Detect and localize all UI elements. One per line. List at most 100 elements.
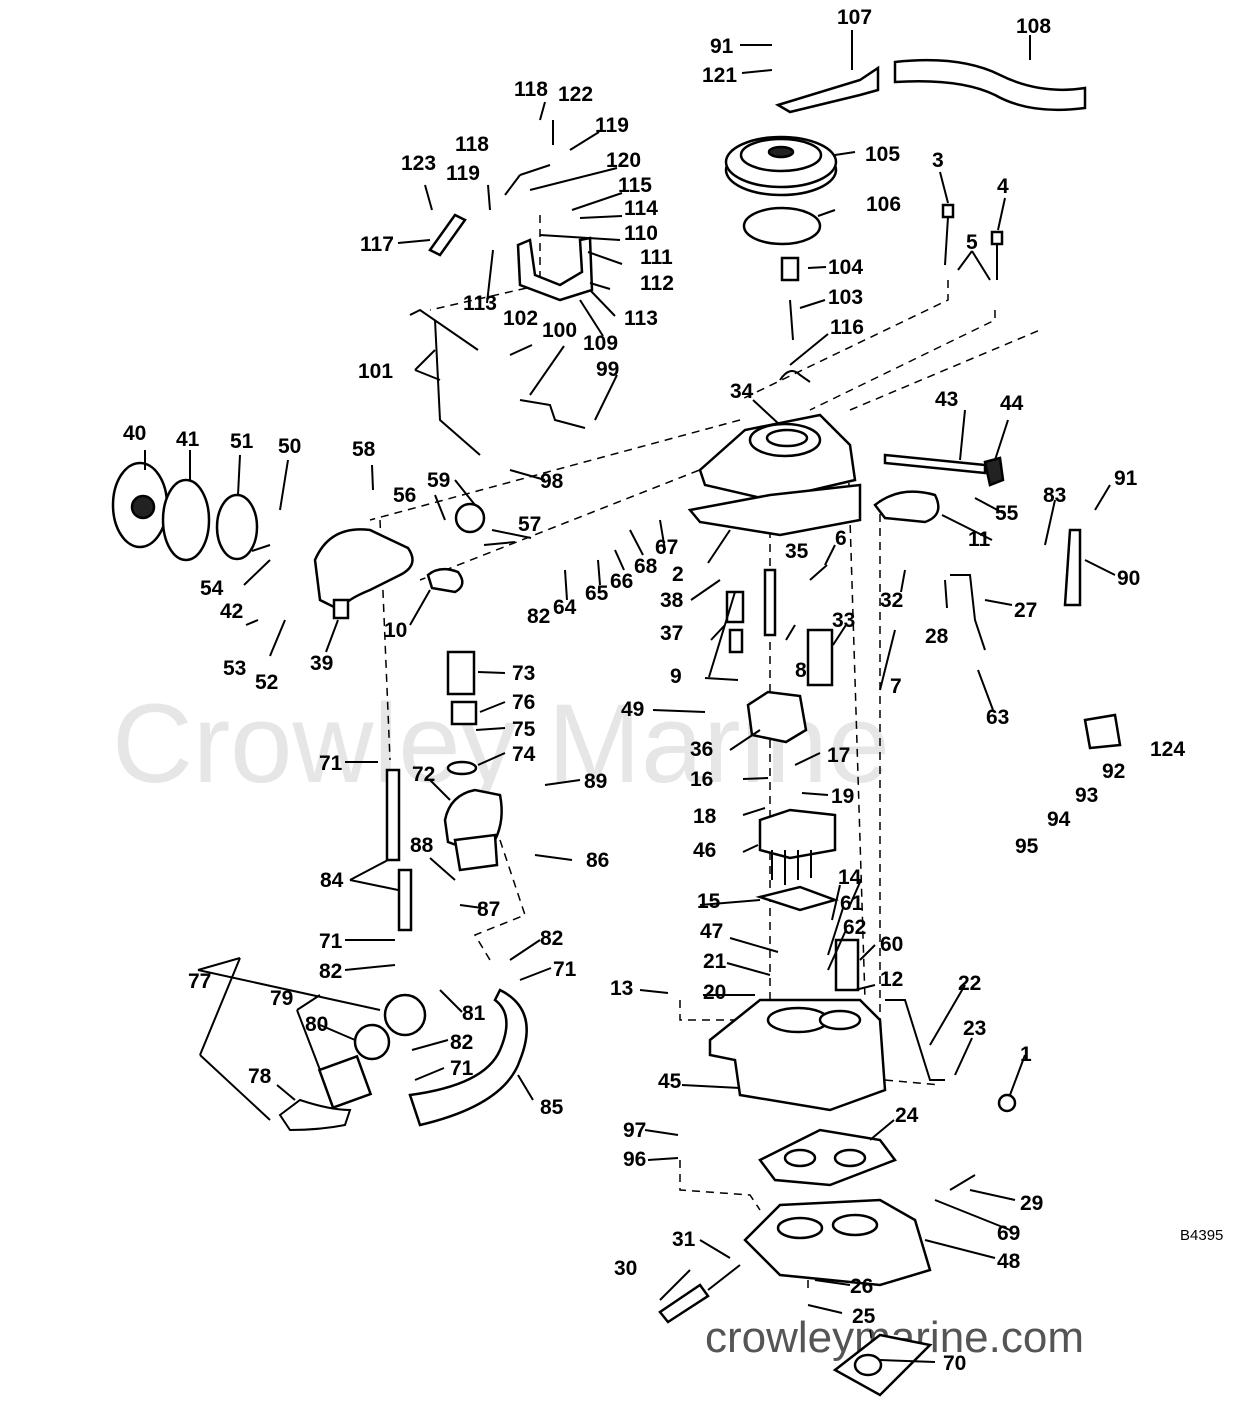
hose-84	[385, 768, 401, 862]
label-42: 42	[220, 600, 243, 623]
bolt-4	[990, 230, 1004, 246]
label-85: 85	[540, 1096, 564, 1119]
label-12: 12	[880, 968, 903, 991]
rod-27	[950, 574, 986, 651]
lever-117	[428, 213, 467, 257]
hose-108	[893, 58, 1087, 112]
label-30: 30	[614, 1257, 637, 1280]
label-75: 75	[512, 718, 536, 741]
label-82c: 82	[319, 960, 342, 983]
label-1: 1	[1020, 1043, 1032, 1066]
label-77: 77	[188, 970, 211, 993]
label-70: 70	[943, 1352, 966, 1375]
label-19: 19	[831, 785, 854, 808]
label-33: 33	[832, 609, 855, 632]
label-117: 117	[360, 233, 394, 256]
label-40: 40	[123, 422, 146, 445]
bracket-109	[516, 236, 594, 302]
plate-51	[215, 493, 259, 561]
label-23: 23	[963, 1017, 986, 1040]
plate-11	[873, 490, 940, 524]
label-10: 10	[384, 619, 407, 642]
label-46: 46	[693, 839, 716, 862]
label-7: 7	[890, 675, 902, 698]
label-97: 97	[623, 1119, 646, 1142]
label-62: 62	[843, 916, 866, 939]
rod-22	[885, 999, 945, 1081]
label-91b: 91	[1114, 467, 1138, 490]
gasket-2	[687, 483, 862, 537]
label-113a: 113	[463, 292, 497, 315]
label-29: 29	[1020, 1192, 1043, 1215]
label-94: 94	[1047, 808, 1071, 831]
label-50: 50	[278, 435, 301, 458]
diagram-code: B4395	[1180, 1227, 1223, 1244]
label-3: 3	[932, 149, 944, 172]
label-8: 8	[795, 659, 807, 682]
carburetor-parts	[111, 58, 1122, 1397]
spring-60	[834, 938, 860, 992]
label-49: 49	[621, 698, 644, 721]
label-89: 89	[584, 770, 607, 793]
label-96: 96	[623, 1148, 646, 1171]
label-13: 13	[610, 977, 633, 1000]
ball-59	[454, 502, 486, 534]
label-14: 14	[838, 866, 862, 889]
label-120: 120	[606, 149, 641, 172]
label-16: 16	[690, 768, 713, 791]
label-95: 95	[1015, 835, 1039, 858]
label-27: 27	[1014, 599, 1037, 622]
label-102: 102	[503, 307, 538, 330]
label-22: 22	[958, 972, 981, 995]
shaft-43	[883, 453, 987, 475]
gasket-70	[832, 1333, 933, 1397]
hose-85	[408, 988, 528, 1127]
label-37: 37	[660, 622, 683, 645]
needle-35	[763, 568, 777, 637]
gasket-106	[742, 206, 822, 246]
bracket-10	[426, 567, 464, 594]
fork-116	[779, 370, 811, 383]
filter-76	[450, 700, 478, 726]
label-119b: 119	[446, 162, 480, 185]
label-20: 20	[703, 981, 726, 1004]
label-119a: 119	[595, 114, 629, 137]
label-38: 38	[660, 589, 684, 612]
label-26: 26	[850, 1275, 873, 1298]
label-93: 93	[1075, 784, 1098, 807]
rod-101	[409, 308, 481, 456]
screw-30	[658, 1283, 710, 1324]
label-25: 25	[852, 1305, 876, 1328]
label-4: 4	[997, 175, 1009, 198]
label-71c: 71	[553, 958, 577, 981]
label-122: 122	[558, 83, 593, 106]
label-41: 41	[176, 428, 200, 451]
label-87: 87	[477, 898, 500, 921]
gasket-24	[758, 1128, 897, 1187]
label-52: 52	[255, 671, 278, 694]
label-47: 47	[700, 920, 723, 943]
label-112: 112	[640, 272, 674, 295]
label-34: 34	[730, 380, 754, 403]
label-55: 55	[995, 502, 1019, 525]
label-28: 28	[925, 625, 949, 648]
label-11: 11	[968, 528, 991, 551]
label-51: 51	[230, 430, 254, 453]
filter-79	[383, 993, 427, 1037]
label-110: 110	[624, 222, 658, 245]
label-113b: 113	[624, 307, 658, 330]
label-101: 101	[358, 360, 393, 383]
label-18: 18	[693, 805, 717, 828]
label-108: 108	[1016, 15, 1051, 38]
screw-103	[789, 299, 794, 341]
label-83: 83	[1043, 484, 1066, 507]
label-6: 6	[835, 527, 847, 550]
label-76: 76	[512, 691, 535, 714]
label-56: 56	[393, 484, 416, 507]
label-123: 123	[401, 152, 436, 175]
label-24: 24	[895, 1104, 919, 1127]
label-115: 115	[618, 174, 652, 197]
label-32: 32	[880, 589, 903, 612]
block-46	[758, 808, 837, 860]
